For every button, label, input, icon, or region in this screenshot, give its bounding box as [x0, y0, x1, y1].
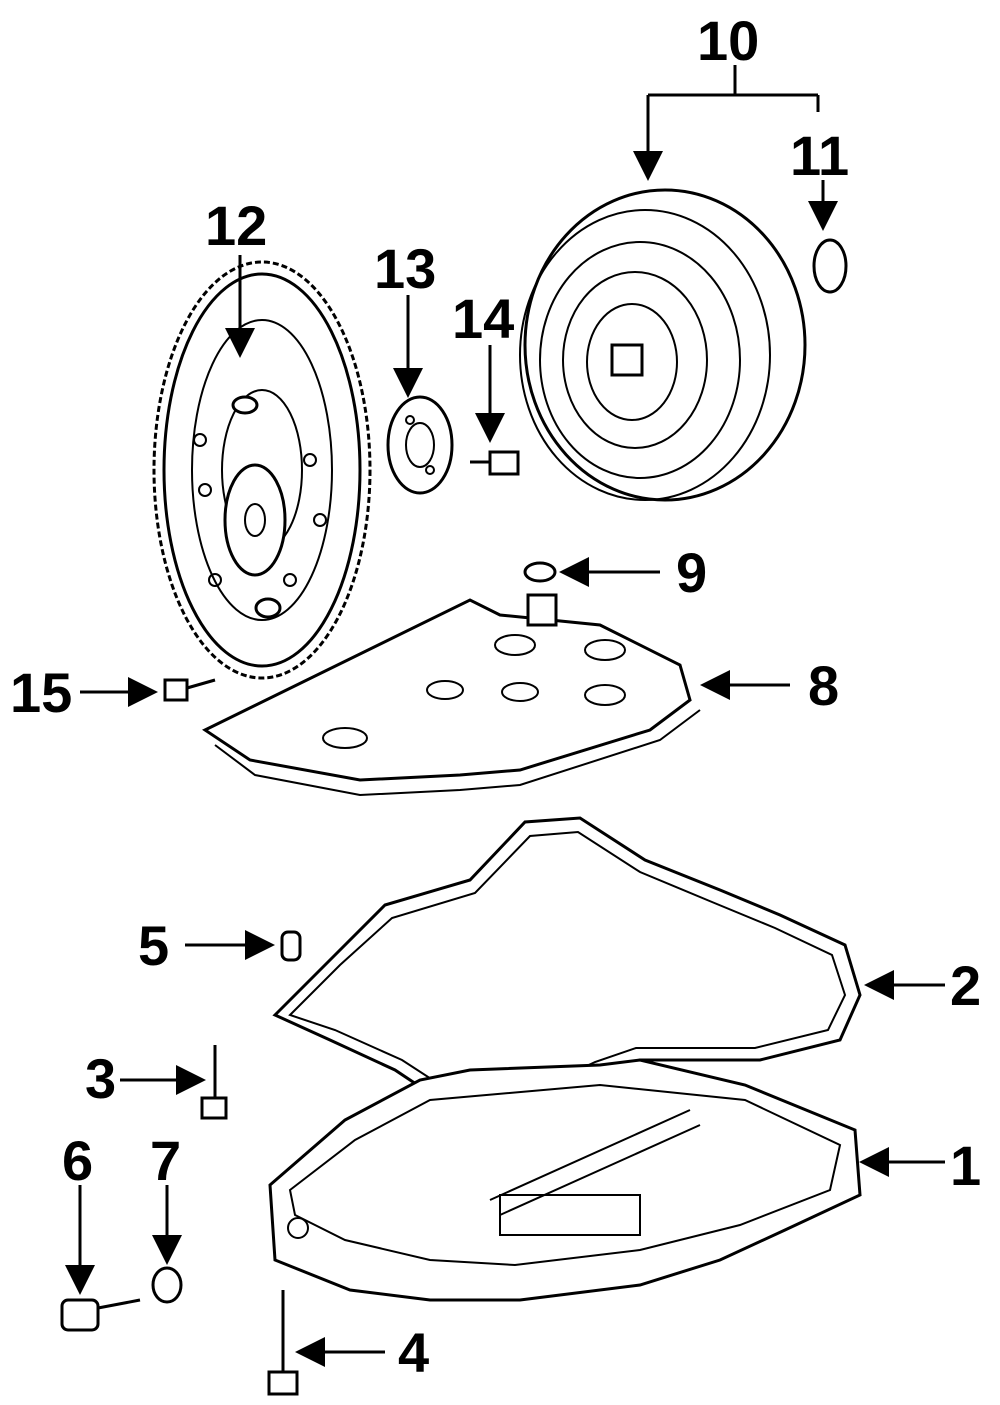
callout-12: 12 [205, 194, 267, 257]
flex-plate [386, 395, 454, 495]
callout-15: 15 [10, 661, 72, 724]
oil-filter [201, 593, 701, 797]
washer [151, 1266, 183, 1304]
callout-10: 10 [697, 9, 759, 72]
torque-converter [519, 188, 807, 502]
callout-7: 7 [150, 1129, 181, 1192]
drain-plug [60, 1298, 141, 1332]
callout-11: 11 [790, 124, 849, 187]
callout-6: 6 [62, 1129, 93, 1192]
bolt-14 [470, 450, 520, 476]
dowel-pin [280, 930, 302, 962]
oil-pan [268, 1058, 862, 1302]
bolt-3 [200, 1045, 228, 1120]
callout-8: 8 [808, 654, 839, 717]
flywheel [152, 260, 372, 680]
seal-9 [523, 561, 557, 583]
callout-9: 9 [676, 541, 707, 604]
callout-1: 1 [950, 1134, 981, 1197]
callout-14: 14 [452, 287, 514, 350]
seal-ring [812, 238, 848, 294]
callout-2: 2 [950, 954, 981, 1017]
callout-13: 13 [374, 237, 436, 300]
callout-5: 5 [138, 914, 169, 977]
callout-3: 3 [85, 1047, 116, 1110]
bolt-4 [267, 1290, 299, 1396]
bolt-15 [163, 678, 216, 702]
callout-4: 4 [398, 1321, 429, 1384]
